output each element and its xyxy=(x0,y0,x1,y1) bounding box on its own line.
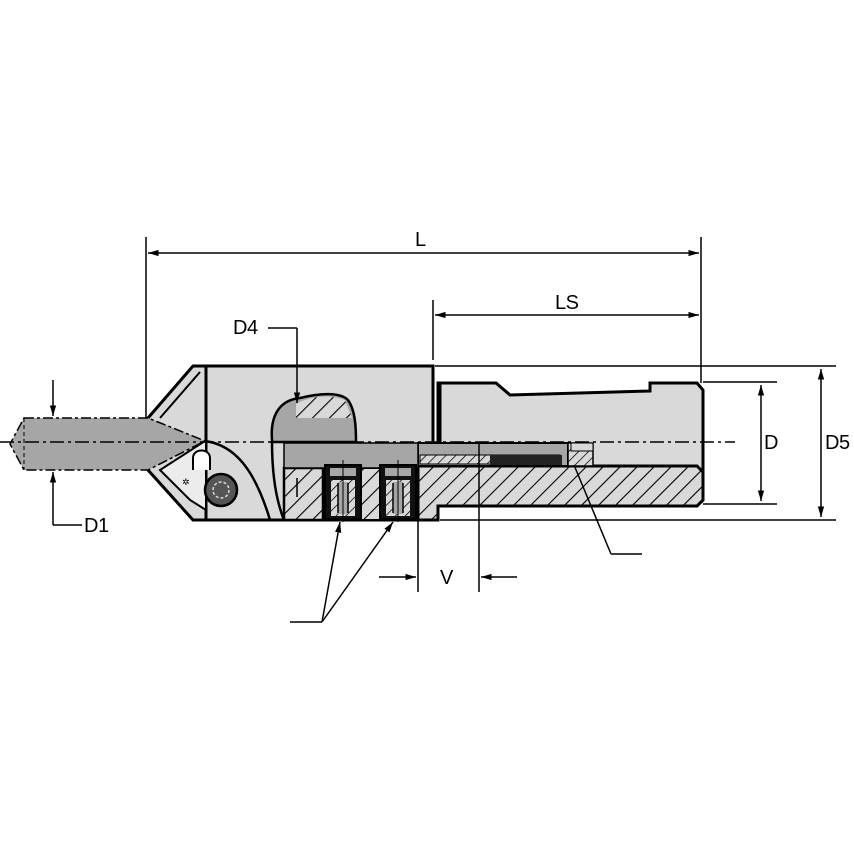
section-hatch xyxy=(282,442,705,522)
label-D4: D4 xyxy=(233,317,258,339)
dimension-D1 xyxy=(49,380,82,526)
set-screws xyxy=(324,460,417,522)
dimension-D xyxy=(703,381,777,505)
leader-adjust-screw xyxy=(573,464,642,555)
dimension-LS xyxy=(432,300,699,360)
dimension-D5 xyxy=(435,365,836,521)
dimension-L xyxy=(145,237,702,418)
leader-set-screws xyxy=(290,521,394,623)
label-D: D xyxy=(764,432,778,454)
set-screw-2 xyxy=(379,460,417,522)
clamp-screw-icon xyxy=(203,472,239,508)
dimension-D4 xyxy=(268,327,301,497)
chip-pocket xyxy=(270,392,358,521)
insert-assembly: ✲ xyxy=(158,439,272,521)
dimension-V xyxy=(379,443,517,592)
label-L: L xyxy=(415,229,426,251)
label-LS: LS xyxy=(555,292,579,314)
label-D1: D1 xyxy=(84,515,109,537)
set-screw-1 xyxy=(324,460,362,522)
label-V: V xyxy=(440,567,453,589)
drill-bit xyxy=(9,417,419,471)
label-D5: D5 xyxy=(825,432,850,454)
svg-text:✲: ✲ xyxy=(182,478,190,488)
